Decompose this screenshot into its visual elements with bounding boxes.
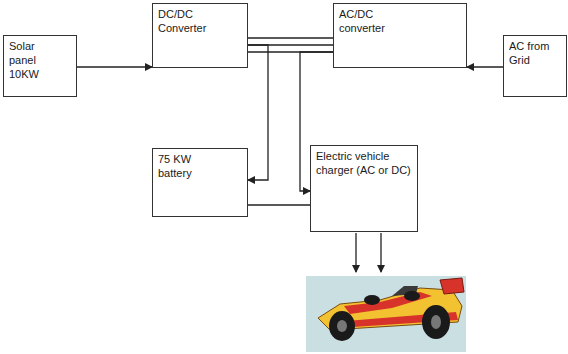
power-connector xyxy=(467,67,503,68)
node-label: 75 KW battery xyxy=(153,149,223,183)
source-box: AC from Grid xyxy=(503,35,567,97)
node-label: AC/DC converter xyxy=(334,4,414,38)
connector-line xyxy=(248,37,333,38)
power-connector xyxy=(248,45,268,180)
charge-lead xyxy=(380,233,381,272)
connector-line xyxy=(77,66,152,67)
node-label: AC from Grid xyxy=(504,36,564,70)
node-label: Electric vehicle charger (AC or DC) xyxy=(311,146,417,180)
storage-box: 75 KW battery xyxy=(152,148,248,217)
connector-line xyxy=(467,66,503,67)
source-box: Solar panel 10KW xyxy=(3,35,77,97)
connector-line xyxy=(248,45,268,180)
converter-box: DC/DC Converter xyxy=(152,3,248,68)
power-connector xyxy=(248,205,310,206)
connector-line xyxy=(248,204,310,205)
power-connector xyxy=(77,67,152,68)
charge-lead xyxy=(355,233,356,272)
converter-box: AC/DC converter xyxy=(333,3,467,68)
car-ground xyxy=(306,276,466,352)
race-car xyxy=(318,278,464,341)
node-label: Solar panel 10KW xyxy=(4,36,58,84)
charger-box: Electric vehicle charger (AC or DC) xyxy=(310,145,418,232)
node-label: DC/DC Converter xyxy=(153,4,233,38)
